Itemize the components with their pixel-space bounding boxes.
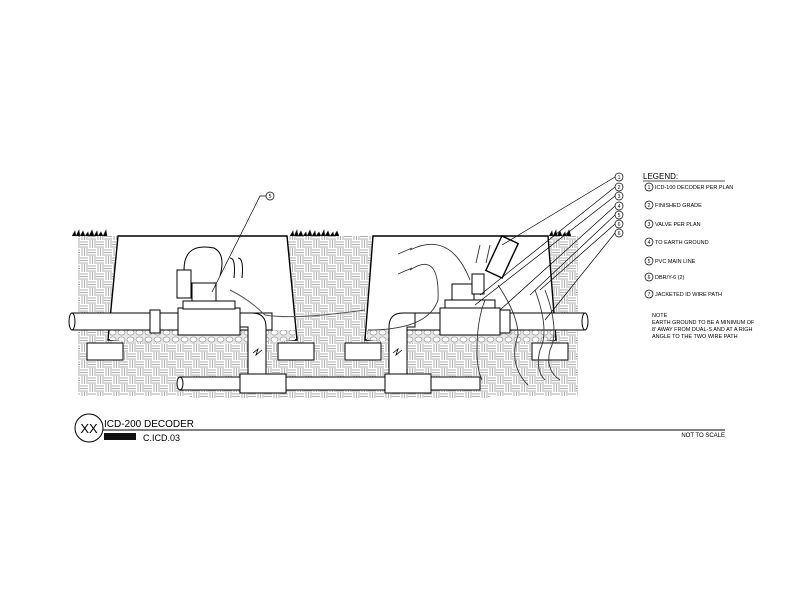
svg-text:5: 5	[618, 213, 621, 219]
legend-item: 6 DBR/Y-6 (2)	[644, 272, 685, 282]
svg-text:4: 4	[618, 204, 621, 210]
wire-connectors-and-wires	[367, 243, 561, 386]
title-block: XX ICD-200 DECODER Hunter C.ICD.03 NOT T…	[74, 413, 725, 443]
note-line: 8' AWAY FROM DUAL-S AND AT A RIGH	[652, 327, 753, 333]
svg-text:2: 2	[618, 185, 621, 191]
hunter-logo: Hunter	[104, 433, 136, 441]
callout-6: 6	[614, 219, 624, 229]
callout-bubbles: 1 2 3 4 5 6 6 5	[265, 172, 624, 238]
svg-text:FINISHED GRADE: FINISHED GRADE	[655, 203, 702, 209]
svg-text:3: 3	[648, 222, 651, 228]
svg-text:6: 6	[618, 222, 621, 228]
valve-right	[439, 273, 501, 336]
finished-grade-grass	[71, 229, 572, 237]
svg-text:TO EARTH GROUND: TO EARTH GROUND	[655, 240, 709, 246]
callout-7: 6	[614, 228, 624, 238]
svg-text:PVC MAIN LINE: PVC MAIN LINE	[655, 259, 696, 265]
detail-number: XX	[80, 421, 98, 436]
valve-left	[176, 246, 366, 336]
legend-item: 5 PVC MAIN LINE	[644, 256, 696, 266]
legend: LEGEND: 1 ICD-100 DECODER PER PLAN 2 FINIS…	[643, 172, 755, 340]
svg-text:5: 5	[269, 194, 272, 200]
callout-2: 2	[614, 182, 624, 192]
svg-text:3: 3	[618, 194, 621, 200]
detail-title: ICD-200 DECODER	[104, 419, 194, 430]
callout-3: 3	[614, 191, 624, 201]
svg-text:7: 7	[648, 292, 651, 298]
svg-text:ICD-100 DECODER PER PLAN: ICD-100 DECODER PER PLAN	[655, 185, 733, 191]
legend-item: 2 FINISHED GRADE	[644, 200, 702, 210]
svg-text:5: 5	[648, 259, 651, 265]
svg-text:4: 4	[648, 240, 651, 246]
callout-4: 4	[614, 201, 624, 211]
drawing-code: C.ICD.03	[143, 433, 180, 443]
legend-item: 4 TO EARTH GROUND	[644, 237, 709, 247]
legend-heading: LEGEND:	[643, 172, 678, 181]
svg-text:JACKETED ID WIRE PATH: JACKETED ID WIRE PATH	[655, 292, 722, 298]
legend-item: 3 VALVE PER PLAN	[644, 219, 701, 229]
callout-leaders	[211, 176, 616, 321]
note-line: EARTH GROUND TO BE A MINIMUM OF	[652, 320, 755, 326]
note-line: ANGLE TO THE TWO WIRE PATH	[652, 334, 738, 340]
svg-text:DBR/Y-6 (2): DBR/Y-6 (2)	[655, 275, 685, 281]
svg-text:1: 1	[618, 175, 621, 181]
svg-text:VALVE PER PLAN: VALVE PER PLAN	[655, 222, 701, 228]
svg-text:6: 6	[648, 275, 651, 281]
svg-text:6: 6	[618, 231, 621, 237]
svg-text:2: 2	[648, 203, 651, 209]
legend-item: 7 JACKETED ID WIRE PATH	[644, 289, 722, 299]
callout-valve: 5	[265, 191, 275, 201]
note-heading: NOTE	[652, 313, 668, 319]
callout-1: 1	[614, 172, 624, 182]
legend-item: 1 ICD-100 DECODER PER PLAN	[644, 182, 733, 192]
callout-5: 5	[614, 210, 624, 220]
scale-note: NOT TO SCALE	[681, 433, 725, 439]
svg-text:1: 1	[648, 185, 651, 191]
svg-text:Hunter: Hunter	[105, 435, 125, 441]
